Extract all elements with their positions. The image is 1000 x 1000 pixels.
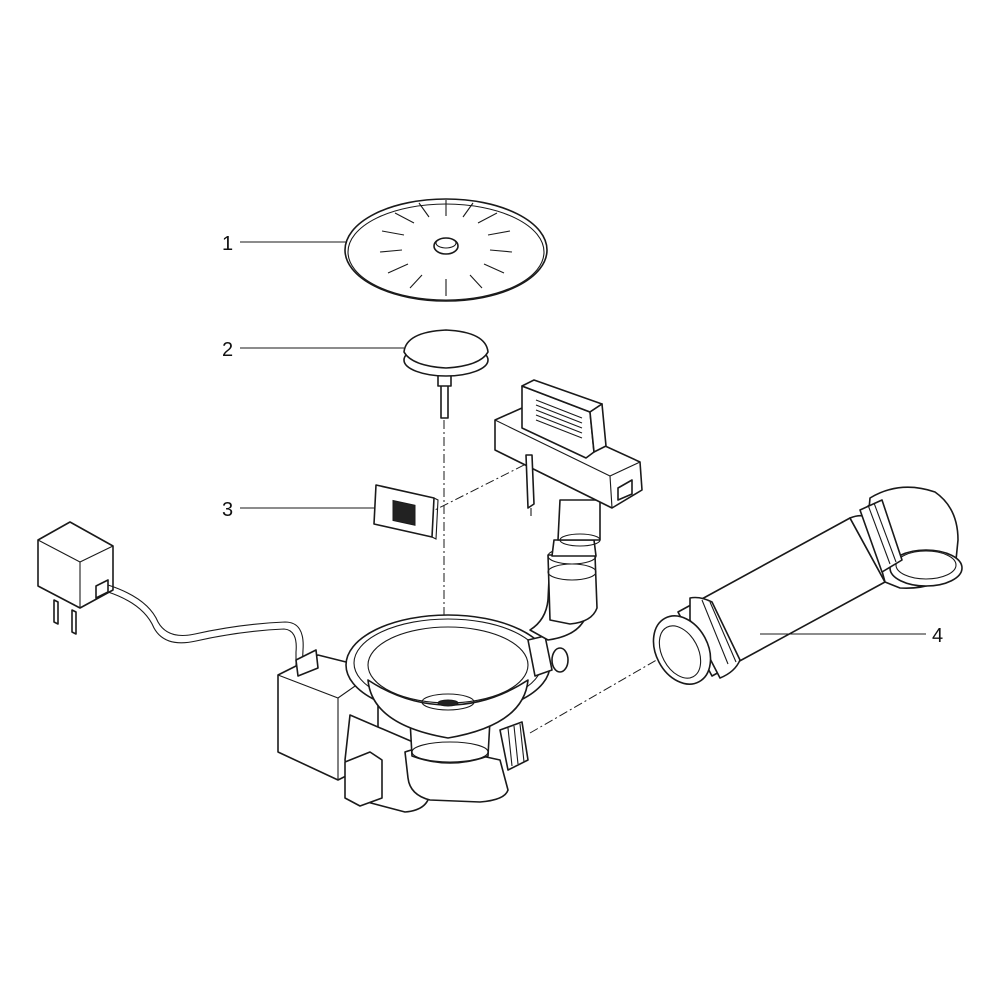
- callout-label-2: 2: [222, 339, 233, 361]
- overflow-standpipe: [529, 499, 601, 641]
- callout-3: 3: [222, 499, 374, 521]
- actuator-grille: [535, 399, 583, 439]
- callout-2: 2: [222, 339, 404, 361]
- drain-body: [344, 614, 569, 813]
- callout-label-3: 3: [222, 499, 233, 521]
- actuator-head: [494, 379, 643, 516]
- callout-4: 4: [760, 625, 943, 647]
- power-cable-inner: [107, 591, 297, 676]
- callout-1: 1: [222, 233, 346, 255]
- power-cable: [107, 584, 304, 673]
- sensor-plate: [373, 484, 439, 540]
- outlet-thread: [507, 723, 525, 767]
- overflow-pipe-assembly: [652, 486, 963, 685]
- strainer-cover: [344, 198, 548, 302]
- pipe-axis-line: [529, 657, 661, 734]
- strainer-slots: [379, 200, 513, 296]
- callout-label-1: 1: [222, 233, 233, 255]
- plug-with-stem: [403, 329, 489, 419]
- sensor-axis-line: [424, 461, 531, 516]
- power-adapter: [37, 521, 114, 635]
- callout-label-4: 4: [932, 625, 943, 647]
